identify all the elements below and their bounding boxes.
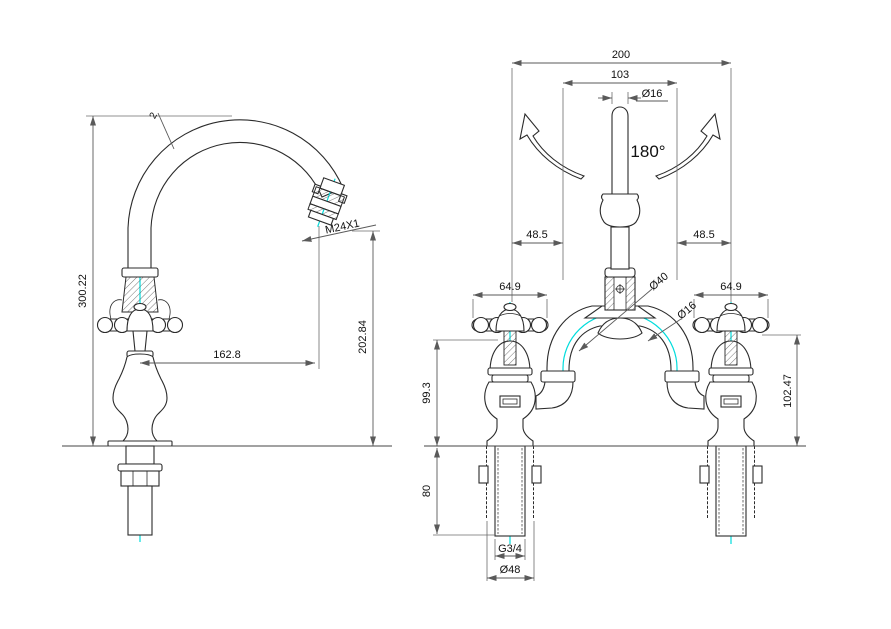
dim-reach: 162.8 <box>213 349 241 361</box>
body-base <box>107 440 173 447</box>
side-shank <box>117 445 163 536</box>
yoke-right <box>157 299 171 323</box>
aerator <box>307 177 348 227</box>
tap-body <box>112 353 168 442</box>
dim-flange-diameter: Ø48 <box>500 564 521 576</box>
handle-neck <box>132 330 148 352</box>
spout-neck <box>610 226 630 270</box>
front-view-geometry <box>424 106 806 545</box>
elbow-right <box>666 381 705 410</box>
dim-shank-thread: G3/4 <box>498 543 522 555</box>
spout-base-vase <box>599 193 641 228</box>
dim-body-height: 99.3 <box>421 382 433 403</box>
dim-handle-width-left: 64.9 <box>499 281 520 293</box>
dim-offset-left: 48.5 <box>526 229 547 241</box>
tube-diameter-leader <box>647 318 682 342</box>
side-view: 300.22 202.84 162.8 M24X1 2 <box>62 110 392 542</box>
left-valve <box>471 301 549 545</box>
hub-saddle <box>597 317 643 340</box>
spout-column <box>611 106 629 195</box>
side-view-dimensions: 300.22 202.84 162.8 M24X1 2 <box>77 110 380 446</box>
dim-aerator-thread-line <box>301 224 377 242</box>
dim-swivel-angle: 180° <box>630 142 665 161</box>
swan-neck-spout <box>127 119 344 269</box>
front-view-dimensions: 200 103 Ø16 180° 48.5 48.5 64.9 64.9 Ø40 <box>421 49 801 581</box>
dim-spout-diameter: Ø16 <box>642 88 663 100</box>
front-view: 200 103 Ø16 180° 48.5 48.5 64.9 64.9 Ø40 <box>421 49 806 581</box>
dim-handle-height-right: 102.47 <box>782 374 794 408</box>
side-view-geometry <box>62 119 392 542</box>
right-valve <box>692 301 770 545</box>
spout-collar <box>121 267 159 278</box>
dim-tube-diameter: Ø16 <box>675 299 699 322</box>
yoke-left <box>109 299 123 323</box>
bonnet <box>121 276 159 313</box>
hub-skirt <box>583 305 657 319</box>
swivel-arrow-left <box>519 112 586 180</box>
dim-spout-height: 202.84 <box>357 320 369 354</box>
swivel-arrow-right <box>654 112 721 180</box>
arch-body <box>546 305 694 377</box>
dim-overall-height: 300.22 <box>77 274 89 308</box>
dim-handle-width-right: 64.9 <box>720 281 741 293</box>
elbow-left <box>535 381 574 410</box>
dim-wall-thickness: 2 <box>148 110 161 120</box>
body-diameter-leader <box>578 288 653 352</box>
wall-thickness-leader <box>157 112 175 150</box>
side-cross-handle <box>96 302 184 334</box>
dim-offset-right: 48.5 <box>693 229 714 241</box>
arch-flange-left <box>540 370 576 383</box>
dim-overall-width: 200 <box>612 49 630 61</box>
dim-hole-centres: 103 <box>611 69 629 81</box>
arch-flange-right <box>664 370 700 383</box>
dim-shank-length: 80 <box>421 485 433 497</box>
